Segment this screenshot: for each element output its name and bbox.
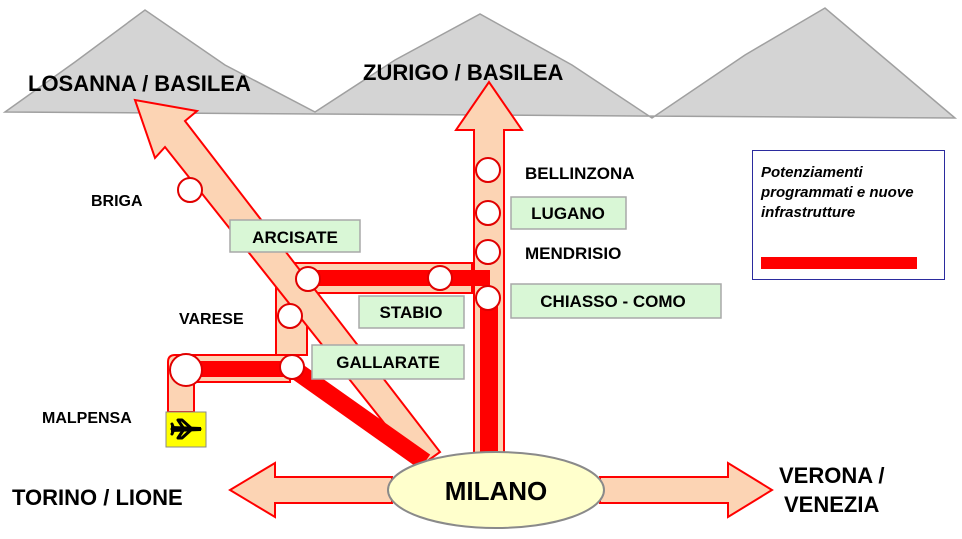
new-infrastructure-lines [186,270,498,470]
station-marker-arcisate [295,266,321,292]
highlight-label-lugano: LUGANO [531,204,605,223]
arrow-torino-lione [228,461,393,519]
destination-zurigo-basilea: ZURIGO / BASILEA [363,60,564,85]
station-marker-mendrisio [475,239,501,265]
station-marker-chiasso-como [475,285,501,311]
station-marker-bellinzona [475,157,501,183]
highlight-label-arcisate: ARCISATE [252,228,338,247]
legend-swatch-new-infrastructure [761,257,917,269]
station-marker-malpensa [169,353,203,387]
mountain-range [2,7,958,119]
destination-verona: VERONA / [779,463,885,488]
highlight-gallarate: GALLARATE [311,344,465,380]
highlight-lugano: LUGANO [510,196,627,230]
station-label-bellinzona: BELLINZONA [525,164,635,183]
station-marker-gallarate [279,354,305,380]
destination-losanna-basilea: LOSANNA / BASILEA [28,71,251,96]
legend-text: Potenziamenti programmati e nuove infras… [761,164,914,221]
airplane-icon [165,411,207,448]
station-marker-lugano [475,200,501,226]
station-label-varese: VARESE [179,311,244,328]
station-label-briga: BRIGA [91,193,143,210]
destination-venezia: VENEZIA [784,492,879,517]
arrow-zurigo-basilea [454,80,524,456]
highlight-label-stabio: STABIO [380,303,443,322]
highlight-arcisate: ARCISATE [229,219,361,253]
arrow-verona-venezia [599,461,774,519]
legend: Potenziamenti programmati e nuove infras… [752,150,945,280]
station-marker-briga [177,177,203,203]
station-label-malpensa: MALPENSA [42,410,132,427]
station-markers [169,157,501,387]
highlight-stabio: STABIO [358,295,465,329]
highlight-label-gallarate: GALLARATE [336,353,440,372]
hub-milano-label: MILANO [445,476,548,506]
station-label-mendrisio: MENDRISIO [525,244,621,263]
highlight-label-chiasso-como: CHIASSO - COMO [540,292,685,311]
highlight-chiasso-como: CHIASSO - COMO [510,283,722,319]
hub-milano [387,451,605,529]
new-line-gallarate-milano [289,362,431,470]
destination-torino-lione: TORINO / LIONE [12,485,183,510]
station-marker-stabio [427,265,453,291]
station-marker-varese [277,303,303,329]
